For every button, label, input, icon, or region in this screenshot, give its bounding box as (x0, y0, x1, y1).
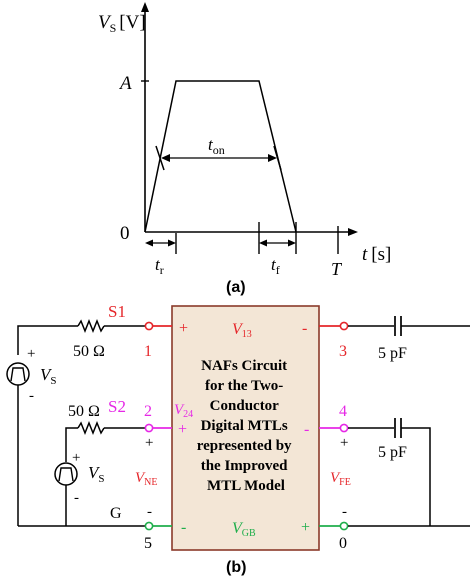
ton-label: ton (208, 135, 225, 157)
v24-label: V24 (174, 402, 193, 420)
ton-marker-left (155, 145, 165, 171)
tf-arrowhead-right (288, 239, 296, 247)
resistor-2 (77, 420, 105, 436)
label-node-3: 3 (339, 343, 347, 360)
label-ground: G (110, 505, 122, 522)
label-node-5: 5 (144, 535, 152, 552)
node-4-terminal (339, 423, 349, 433)
source1-plus: + (27, 346, 35, 362)
label-s1: S1 (108, 302, 126, 321)
ton-arrowhead-right (268, 154, 277, 162)
voltage-source-2 (54, 462, 78, 486)
source2-plus: + (72, 450, 80, 466)
wire-cap2-ground (401, 427, 431, 526)
source1-vs-label: VS (40, 365, 57, 387)
tf-label: tf (271, 255, 280, 277)
tr-label: tr (155, 255, 164, 277)
node-5-terminal (144, 521, 154, 531)
naf-circuit-box (171, 305, 320, 551)
label-node-2: 2 (144, 403, 152, 420)
source1-minus: - (29, 388, 34, 404)
ton-arrowhead-left (161, 154, 170, 162)
near-end-minus: - (147, 504, 152, 520)
label-50ohm-2: 50 Ω (68, 403, 100, 420)
label-node-4: 4 (339, 403, 347, 420)
port2-plus: + (178, 421, 187, 438)
wire-s1-top (17, 325, 78, 355)
pulse-symbol-1 (10, 367, 26, 382)
label-node-0: 0 (339, 535, 347, 552)
x-axis-arrow (348, 228, 358, 236)
box-line-6: the Improved (201, 458, 288, 474)
port0-plus: + (301, 519, 310, 536)
box-line-5: represented by (197, 438, 292, 454)
label-50ohm-1: 50 Ω (73, 343, 105, 360)
tr-arrowhead-left (145, 239, 153, 247)
y-axis-arrow (141, 2, 149, 12)
voltage-source-1 (6, 362, 30, 386)
vgb-label: VGB (232, 520, 256, 539)
port1-plus: + (179, 320, 188, 337)
panel-a: VS[V] A 0 ton tr tf (98, 2, 391, 296)
port3-minus: - (302, 320, 307, 337)
level-A-label: A (118, 73, 132, 94)
box-line-4: Digital MTLs (201, 418, 288, 434)
box-line-7: MTL Model (207, 478, 285, 494)
caption-b: (b) (226, 559, 246, 576)
label-s2: S2 (108, 397, 126, 416)
pulse-symbol-2 (58, 467, 74, 482)
source2-vs-label: VS (88, 463, 105, 485)
box-line-3: Conductor (210, 398, 280, 414)
label-node-1: 1 (144, 343, 152, 360)
y-axis-title: VS[V] (98, 12, 146, 35)
source2-minus: - (74, 490, 79, 506)
ton-marker-right (273, 145, 282, 171)
far-end-plus: + (340, 435, 348, 451)
node-0-terminal (339, 521, 349, 531)
node-1-terminal (144, 321, 154, 331)
node-3-terminal (339, 321, 349, 331)
wire-s2-top (65, 427, 78, 462)
v13-label: V13 (232, 321, 252, 340)
box-line-1: NAFs Circuit (201, 358, 287, 374)
port5-minus: - (181, 519, 186, 536)
far-end-vfe: VFE (330, 470, 351, 488)
near-end-plus: + (145, 435, 153, 451)
tr-arrowhead-right (168, 239, 176, 247)
node-2-terminal (144, 423, 154, 433)
level-zero-label: 0 (120, 223, 130, 244)
caption-a: (a) (226, 279, 246, 296)
far-end-minus: - (342, 504, 347, 520)
near-end-vne: VNE (135, 470, 158, 488)
x-axis-title: t[s] (362, 244, 391, 265)
period-label: T (331, 259, 343, 279)
naf-box-text: NAFs Circuit for the Two- Conductor Digi… (197, 358, 296, 494)
label-cap-2: 5 pF (378, 444, 407, 461)
tf-arrowhead-left (259, 239, 267, 247)
label-cap-1: 5 pF (378, 345, 407, 362)
resistor-1 (77, 318, 105, 334)
box-line-2: for the Two- (205, 378, 283, 394)
port4-minus: - (304, 421, 309, 438)
panel-b: NAFs Circuit for the Two- Conductor Digi… (6, 302, 470, 576)
